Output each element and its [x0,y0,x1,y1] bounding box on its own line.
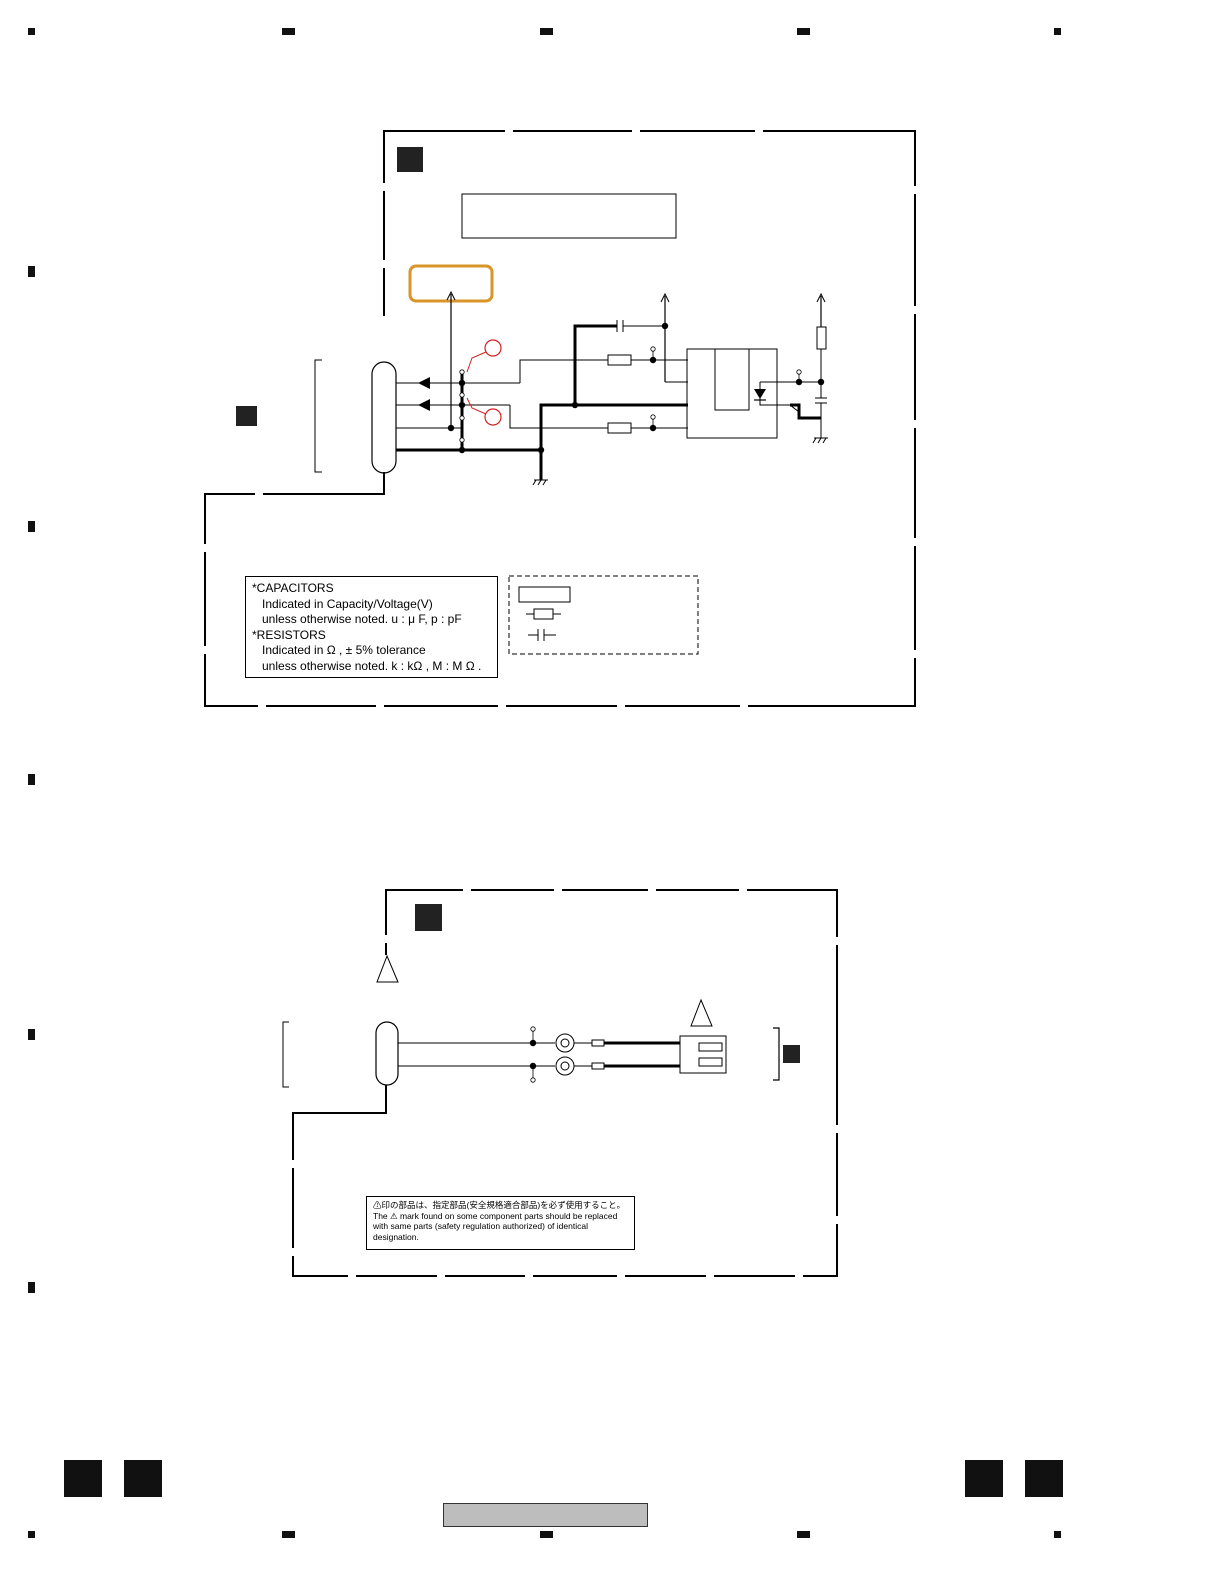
lower-junctions [529,1039,537,1070]
legend-block-symbol [518,586,571,603]
registration-marks [28,28,1061,1538]
left-bracket [314,359,322,473]
lower-schematic [282,888,839,1278]
test-point-marker [484,339,502,357]
plug-housing [679,1035,727,1074]
legend-resistor-symbol [533,608,554,620]
upper-connector [371,361,397,474]
lower-frame [292,889,838,1277]
warning-triangle-icon [690,998,713,1027]
safety-line-en-3: designation. [373,1231,419,1242]
resistors-heading: *RESISTORS [252,627,326,642]
notes-box: *CAPACITORS Indicated in Capacity/Voltag… [245,576,498,678]
lower-connector [375,1021,399,1086]
safety-line-en-1: The ⚠ mark found on some component parts… [373,1210,618,1221]
upper-title-box [461,193,677,239]
upper-schematic [203,129,917,708]
left-module-block [236,406,257,426]
page-number-blocks [64,1460,1063,1497]
safety-line-jp: ⚠印の部品は、指定部品(安全規格適合部品)を必ず使用すること。 [373,1200,626,1210]
parts-legend [508,575,699,655]
upper-frame [204,130,916,707]
right-module-block [783,1045,800,1063]
ic-block [686,348,778,439]
safety-notice-box: ⚠印の部品は、指定部品(安全規格適合部品)を必ず使用すること。 The ⚠ ma… [366,1196,635,1250]
capacitors-line-2: unless otherwise noted. u : μ F, p : pF [262,612,462,626]
upper-junctions [447,322,825,454]
test-point-marker [484,408,502,426]
lower-module-block [415,904,442,931]
capacitors-heading: *CAPACITORS [252,581,334,595]
warning-triangle-icon [376,954,399,983]
capacitors-line-1: Indicated in Capacity/Voltage(V) [262,596,433,611]
resistors-line-2: unless otherwise noted. k : kΩ , M : M Ω… [262,658,482,673]
footer-bar [443,1503,648,1527]
upper-module-block [397,147,423,172]
resistors-line-1: Indicated in Ω , ± 5% tolerance [262,643,426,657]
safety-line-en-2: with same parts (safety regulation autho… [373,1221,588,1231]
